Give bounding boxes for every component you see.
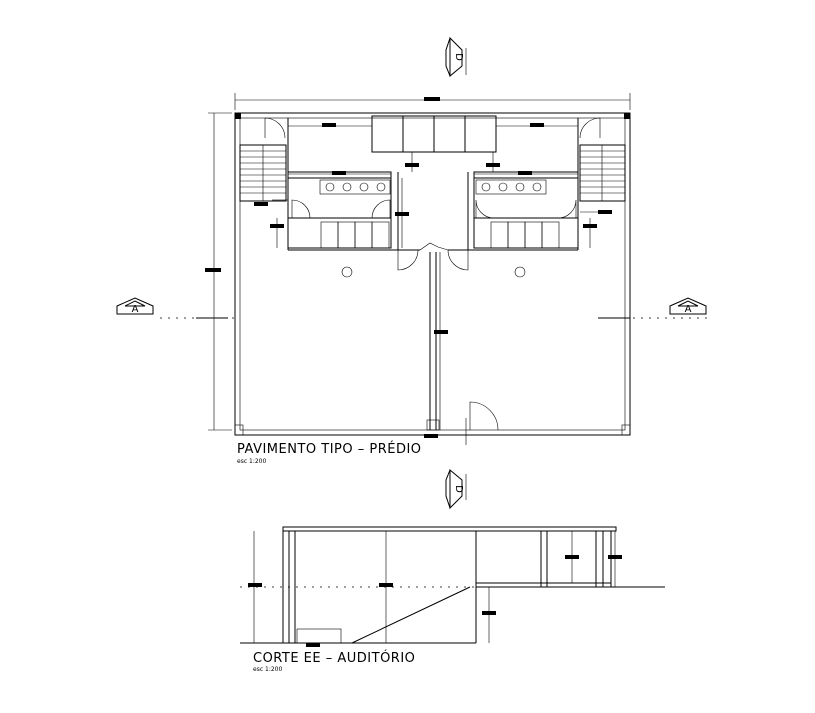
door-swing <box>579 117 601 139</box>
plan-scale: esc 1:200 <box>237 458 266 465</box>
corridor-break <box>419 242 449 251</box>
column <box>621 424 631 436</box>
section-marker-d-bottom: D <box>445 468 464 510</box>
restroom-left <box>287 171 392 249</box>
door-swing <box>447 249 469 271</box>
dimension-label <box>205 268 221 272</box>
elevator-core <box>371 115 497 153</box>
auditorium-slope <box>351 586 471 644</box>
svg-text:A: A <box>132 304 139 315</box>
outer-wall <box>234 112 631 436</box>
door-swing <box>397 249 419 271</box>
door-swing <box>469 401 499 431</box>
pillar <box>341 266 353 278</box>
section-marker-d-top: D <box>445 36 464 78</box>
svg-text:A: A <box>685 304 692 315</box>
svg-text:D: D <box>453 485 464 493</box>
plan-title: PAVIMENTO TIPO – PRÉDIO <box>237 441 422 457</box>
stair-right <box>579 144 626 202</box>
column <box>234 424 244 436</box>
inner-wall-line <box>239 117 626 431</box>
section-marker-a-right: A <box>669 297 707 315</box>
dimension-label <box>424 97 440 101</box>
building-plan <box>160 48 710 500</box>
column <box>235 113 241 119</box>
section-marker-a-left: A <box>116 297 154 315</box>
svg-text:D: D <box>453 53 464 61</box>
pillar <box>514 266 526 278</box>
stair-left <box>239 144 287 202</box>
section-drawing <box>240 526 665 647</box>
restroom-right <box>473 171 579 249</box>
section-scale: esc 1:200 <box>253 666 282 673</box>
door-swing <box>264 117 286 139</box>
column <box>624 113 630 119</box>
section-title: CORTE EE – AUDITÓRIO <box>253 650 415 666</box>
